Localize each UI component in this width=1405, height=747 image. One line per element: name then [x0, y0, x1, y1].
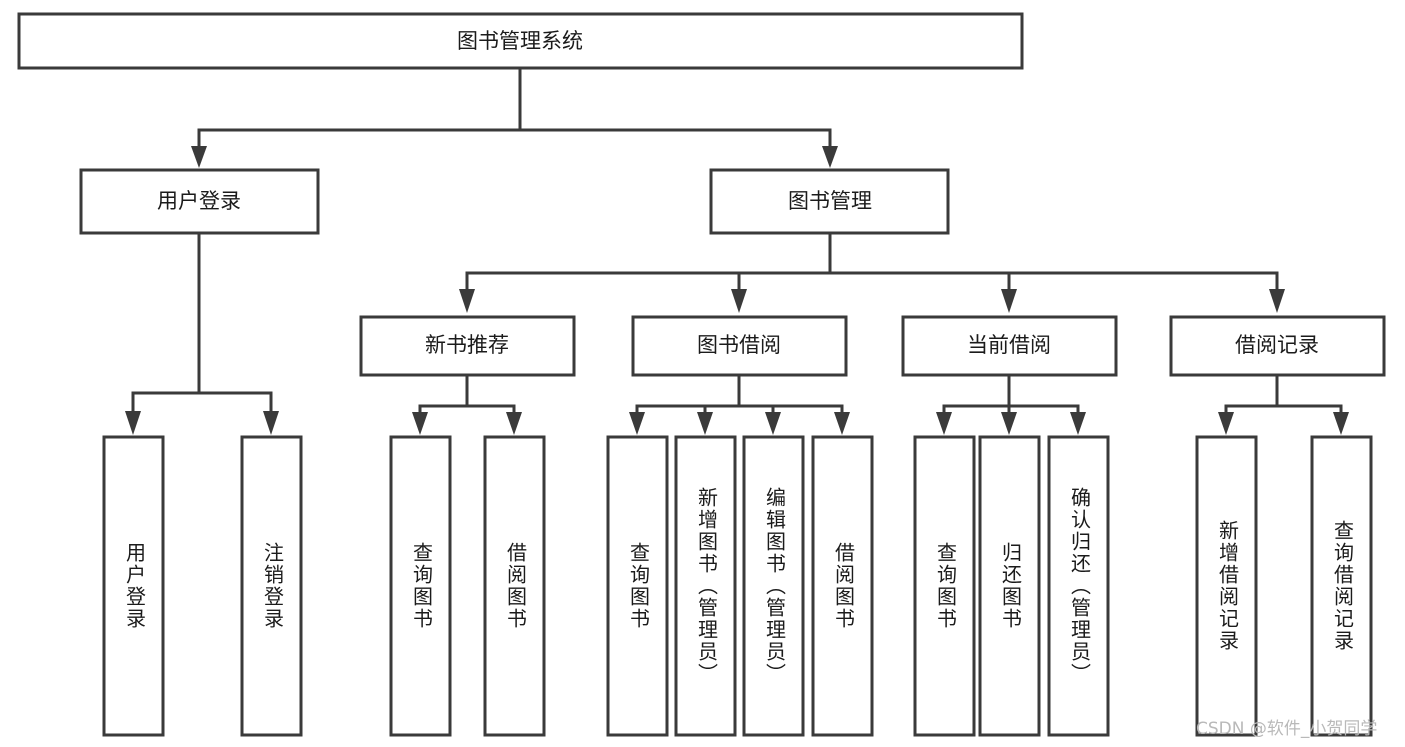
node-label-bookmgmt: 图书管理 [788, 189, 872, 213]
arrowhead-leaf-2 [263, 411, 279, 435]
arrowhead-bookmgmt [822, 146, 838, 168]
node-box-leaf-1[interactable] [102, 435, 165, 737]
node-label-leaf-1: 用户登录 [123, 542, 147, 630]
node-records[interactable]: 借阅记录 [1169, 315, 1386, 377]
node-leaf-9[interactable]: 查询图书 [913, 435, 976, 737]
arrowhead-leaf-10 [1001, 412, 1017, 435]
node-box-records[interactable] [1169, 315, 1386, 377]
node-box-root[interactable] [17, 12, 1024, 70]
arrowhead-leaf-7 [765, 412, 781, 435]
arrowhead-leaf-5 [629, 412, 645, 435]
connector-layer [125, 66, 1349, 435]
arrowhead-newbook [459, 289, 475, 313]
node-leaf-1[interactable]: 用户登录 [102, 435, 165, 737]
node-label-leaf-2: 注销登录 [261, 542, 285, 630]
node-label-leaf-13: 查询借阅记录 [1331, 520, 1355, 652]
node-label-leaf-12: 新增借阅记录 [1216, 520, 1240, 652]
arrowhead-current [1001, 289, 1017, 313]
node-box-leaf-5[interactable] [606, 435, 669, 737]
node-label-leaf-4: 借阅图书 [504, 542, 528, 630]
node-box-leaf-2[interactable] [240, 435, 303, 737]
node-leaf-7[interactable]: 编辑图书（管理员） [742, 435, 805, 737]
arrowhead-leaf-3 [412, 412, 428, 435]
node-leaf-10[interactable]: 归还图书 [978, 435, 1041, 737]
node-label-borrow: 图书借阅 [697, 333, 781, 357]
arrowhead-leaf-4 [506, 412, 522, 435]
node-box-leaf-4[interactable] [483, 435, 546, 737]
node-box-leaf-7[interactable] [742, 435, 805, 737]
node-leaf-12[interactable]: 新增借阅记录 [1195, 435, 1258, 737]
node-box-leaf-11[interactable] [1047, 435, 1110, 737]
node-newbook[interactable]: 新书推荐 [359, 315, 576, 377]
node-bookmgmt[interactable]: 图书管理 [709, 168, 950, 235]
node-root[interactable]: 图书管理系统 [17, 12, 1024, 70]
node-label-leaf-10: 归还图书 [999, 542, 1023, 630]
node-label-leaf-5: 查询图书 [627, 542, 651, 630]
node-box-leaf-12[interactable] [1195, 435, 1258, 737]
node-label-leaf-6: 新增图书（管理员） [695, 487, 719, 685]
node-label-leaf-9: 查询图书 [934, 542, 958, 630]
arrowhead-records [1269, 289, 1285, 313]
node-label-login: 用户登录 [157, 189, 241, 213]
node-label-current: 当前借阅 [967, 333, 1051, 357]
node-box-leaf-8[interactable] [811, 435, 874, 737]
node-login[interactable]: 用户登录 [79, 168, 320, 235]
node-box-login[interactable] [79, 168, 320, 235]
node-box-borrow[interactable] [631, 315, 848, 377]
node-leaf-5[interactable]: 查询图书 [606, 435, 669, 737]
node-box-newbook[interactable] [359, 315, 576, 377]
node-box-leaf-6[interactable] [674, 435, 737, 737]
arrowhead-leaf-12 [1218, 412, 1234, 435]
node-current[interactable]: 当前借阅 [901, 315, 1118, 377]
arrowhead-leaf-8 [834, 412, 850, 435]
node-label-newbook: 新书推荐 [425, 333, 509, 357]
arrowhead-leaf-9 [936, 412, 952, 435]
node-label-leaf-7: 编辑图书（管理员） [763, 487, 787, 685]
node-box-leaf-10[interactable] [978, 435, 1041, 737]
node-label-leaf-8: 借阅图书 [832, 542, 856, 630]
node-leaf-2[interactable]: 注销登录 [240, 435, 303, 737]
arrowhead-leaf-13 [1333, 412, 1349, 435]
node-leaf-11[interactable]: 确认归还（管理员） [1047, 435, 1110, 737]
node-label-leaf-11: 确认归还（管理员） [1068, 487, 1092, 685]
node-leaf-6[interactable]: 新增图书（管理员） [674, 435, 737, 737]
node-label-leaf-3: 查询图书 [410, 542, 434, 630]
csdn-watermark: CSDN @软件_小贺同学 [1196, 719, 1377, 739]
node-borrow[interactable]: 图书借阅 [631, 315, 848, 377]
node-box-leaf-3[interactable] [389, 435, 452, 737]
node-label-records: 借阅记录 [1235, 333, 1319, 357]
arrowhead-leaf-1 [125, 411, 141, 435]
node-label-root: 图书管理系统 [457, 29, 583, 53]
arrowhead-login [191, 146, 207, 168]
node-leaf-13[interactable]: 查询借阅记录 [1310, 435, 1373, 737]
arrowhead-leaf-11 [1070, 412, 1086, 435]
node-leaf-3[interactable]: 查询图书 [389, 435, 452, 737]
node-box-current[interactable] [901, 315, 1118, 377]
node-box-leaf-13[interactable] [1310, 435, 1373, 737]
node-box-bookmgmt[interactable] [709, 168, 950, 235]
arrowhead-leaf-6 [697, 412, 713, 435]
node-box-leaf-9[interactable] [913, 435, 976, 737]
node-leaf-8[interactable]: 借阅图书 [811, 435, 874, 737]
node-leaf-4[interactable]: 借阅图书 [483, 435, 546, 737]
arrowhead-borrow [731, 289, 747, 313]
